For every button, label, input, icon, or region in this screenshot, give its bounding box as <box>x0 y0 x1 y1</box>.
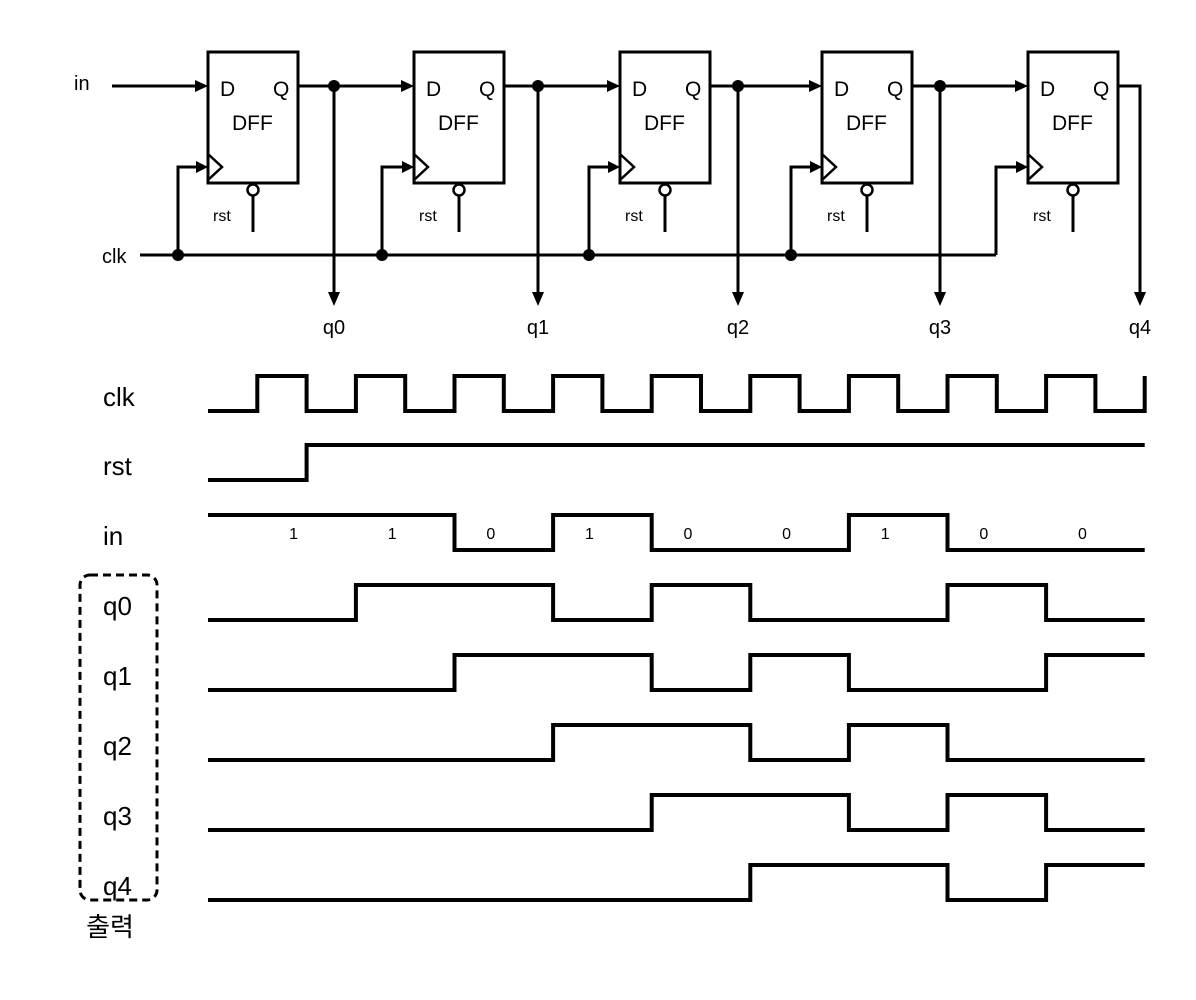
waveform-q0 <box>208 583 1145 622</box>
waveform-clk <box>208 374 1147 413</box>
clock-edge-triangle-icon <box>821 153 838 181</box>
output-tap-wire <box>1118 84 1142 293</box>
clock-branch-arrow <box>402 161 414 173</box>
waveform-q1 <box>208 653 1145 692</box>
dff-d-pin-label: D <box>426 78 441 101</box>
dff-block <box>618 50 712 185</box>
clock-edge-triangle-icon <box>619 153 636 181</box>
dff-block <box>206 50 300 185</box>
output-label-q0: q0 <box>323 317 345 339</box>
clock-junction-dot <box>172 249 184 261</box>
waveform-rst <box>208 443 1145 482</box>
data-arrow <box>809 80 822 92</box>
clock-branch-arrow <box>810 161 822 173</box>
dff-name-label: DFF <box>1052 112 1093 135</box>
waveform-q4 <box>208 863 1145 902</box>
reset-bubble-icon <box>246 183 260 197</box>
dff-name-label: DFF <box>438 112 479 135</box>
signal-label-in: in <box>103 521 123 551</box>
output-arrow <box>1134 292 1146 306</box>
dff-d-pin-label: D <box>1040 78 1055 101</box>
output-arrow <box>532 292 544 306</box>
input-bit-label: 0 <box>486 526 495 543</box>
dff-q-pin-label: Q <box>685 78 701 101</box>
reset-label: rst <box>625 208 643 225</box>
signal-label-q2: q2 <box>103 731 132 761</box>
dff-d-pin-label: D <box>220 78 235 101</box>
dff-q-pin-label: Q <box>479 78 495 101</box>
dff-block <box>1026 50 1120 185</box>
clock-edge-triangle-icon <box>413 153 430 181</box>
output-arrow <box>934 292 946 306</box>
clock-branch-arrow <box>608 161 620 173</box>
input-bit-label: 1 <box>585 526 594 543</box>
clock-branch-wire <box>587 165 610 255</box>
timing-diagram: clk rst in q0 q1 q2 q3 q4 1 1 0 1 0 0 1 0 0 출력 <box>78 374 1147 943</box>
reset-bubble-icon <box>452 183 466 197</box>
output-label-q2: q2 <box>727 317 749 339</box>
input-bit-label: 0 <box>1078 526 1087 543</box>
input-bit-label: 1 <box>881 526 890 543</box>
reset-bubble-icon <box>1066 183 1080 197</box>
input-label: in <box>74 73 90 95</box>
clock-label: clk <box>102 246 127 268</box>
input-bit-label: 0 <box>979 526 988 543</box>
clock-branch-wire <box>994 165 1018 255</box>
output-arrow <box>732 292 744 306</box>
clock-branch-wire <box>380 165 404 255</box>
dff-d-pin-label: D <box>632 78 647 101</box>
signal-label-q4: q4 <box>103 871 132 901</box>
reset-label: rst <box>827 208 845 225</box>
waveform-q2 <box>208 723 1145 762</box>
reset-bubble-icon <box>658 183 672 197</box>
output-label-q1: q1 <box>527 317 549 339</box>
dff-block <box>412 50 506 185</box>
clock-edge-triangle-icon <box>207 153 224 181</box>
reset-label: rst <box>1033 208 1051 225</box>
dff-block <box>820 50 914 185</box>
dff-q-pin-label: Q <box>1093 78 1109 101</box>
data-arrow <box>607 80 620 92</box>
output-label-q4: q4 <box>1129 317 1151 339</box>
waveform-q3 <box>208 793 1145 832</box>
output-arrow <box>328 292 340 306</box>
input-bit-label: 1 <box>289 526 298 543</box>
input-bit-label: 0 <box>684 526 693 543</box>
input-bit-label: 0 <box>782 526 791 543</box>
reset-label: rst <box>419 208 437 225</box>
input-bit-label: 1 <box>388 526 397 543</box>
signal-label-clk: clk <box>103 382 136 412</box>
clock-junction-dot <box>376 249 388 261</box>
output-group-label: 출력 <box>86 913 134 943</box>
output-group-box <box>78 573 159 902</box>
dff-name-label: DFF <box>232 112 273 135</box>
clock-branch-wire <box>789 165 812 255</box>
dff-name-label: DFF <box>644 112 685 135</box>
clock-edge-triangle-icon <box>1027 153 1044 181</box>
reset-bubble-icon <box>860 183 874 197</box>
signal-label-q1: q1 <box>103 661 132 691</box>
clock-junction-dot <box>785 249 797 261</box>
dff-q-pin-label: Q <box>887 78 903 101</box>
dff-d-pin-label: D <box>834 78 849 101</box>
clock-branch-wire <box>176 165 198 255</box>
clock-branch-arrow <box>196 161 208 173</box>
clock-junction-dot <box>583 249 595 261</box>
signal-label-q3: q3 <box>103 801 132 831</box>
dff-name-label: DFF <box>846 112 887 135</box>
input-arrow <box>195 80 208 92</box>
dff-q-pin-label: Q <box>273 78 289 101</box>
data-arrow <box>401 80 414 92</box>
clock-branch-arrow <box>1016 161 1028 173</box>
reset-label: rst <box>213 208 231 225</box>
waveform-in <box>208 513 1145 552</box>
signal-label-q0: q0 <box>103 591 132 621</box>
data-arrow <box>1015 80 1028 92</box>
output-label-q3: q3 <box>929 317 951 339</box>
signal-label-rst: rst <box>103 451 133 481</box>
